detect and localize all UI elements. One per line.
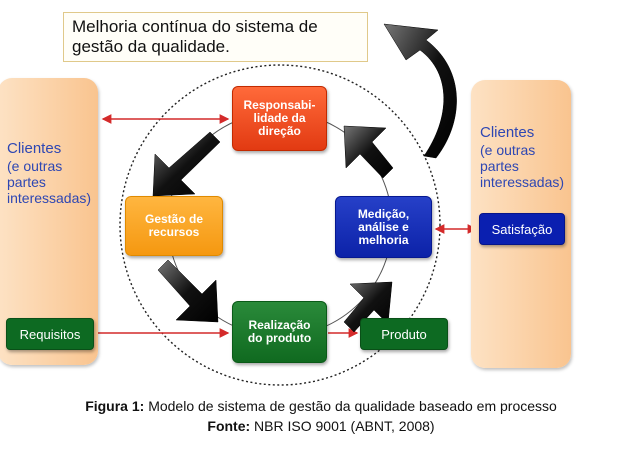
left-panel-title: Clientes [7, 140, 62, 157]
right-panel-sub-3: interessadas) [480, 174, 565, 190]
figure-caption: Figura 1: Modelo de sistema de gestão da… [0, 396, 642, 436]
caption-figure-text: Modelo de sistema de gestão da qualidade… [144, 398, 557, 414]
recursos-line-2: recursos [148, 225, 200, 239]
realizacao-do-produto-box: Realização do produto [232, 301, 327, 363]
note-line-1: Melhoria contínua do sistema de [72, 17, 318, 36]
left-panel-sub-1: (e outras [7, 158, 63, 174]
responsabilidade-da-direcao-box: Responsabi- lidade da direção [232, 86, 327, 151]
right-panel-title: Clientes [480, 124, 535, 141]
requisitos-box: Requisitos [6, 318, 94, 350]
cycle-arrow-recursos-to-realizacao [157, 259, 219, 323]
left-panel-sub-2: partes [7, 174, 46, 190]
caption-line-2: Fonte: NBR ISO 9001 (ABNT, 2008) [0, 416, 642, 436]
responsabilidade-line-2: lidade da [253, 111, 306, 125]
produto-box: Produto [360, 318, 448, 350]
responsabilidade-line-1: Responsabi- [243, 98, 316, 112]
recursos-line-1: Gestão de [144, 212, 204, 226]
realizacao-line-1: Realização [248, 318, 311, 332]
continuous-improvement-note: Melhoria contínua do sistema de gestão d… [63, 12, 368, 62]
continuous-improvement-arrow [383, 23, 457, 159]
cycle-arrow-responsabilidade-to-recursos [152, 131, 221, 197]
right-panel-sub-2: partes [480, 158, 519, 174]
gestao-de-recursos-box: Gestão de recursos [125, 196, 223, 256]
medicao-line-1: Medição, [357, 206, 410, 221]
responsabilidade-line-3: direção [258, 124, 301, 138]
cycle-arrow-realizacao-to-medicao [343, 281, 393, 333]
medicao-analise-melhoria-box: Medição, análise e melhoria [335, 196, 432, 258]
caption-source-text: NBR ISO 9001 (ABNT, 2008) [250, 418, 435, 434]
cycle-arrow-medicao-to-responsabilidade [343, 125, 394, 179]
realizacao-line-2: do produto [247, 331, 312, 345]
caption-figure-label: Figura 1: [85, 398, 145, 414]
clientes-requisitos-panel: Clientes (e outras partes interessadas) [0, 78, 98, 365]
right-panel-sub-1: (e outras [480, 142, 536, 158]
left-panel-sub-3: interessadas) [7, 190, 92, 206]
satisfacao-box: Satisfação [479, 213, 565, 245]
caption-source-label: Fonte: [207, 418, 251, 434]
medicao-line-2: análise e [358, 219, 409, 234]
note-line-2: gestão da qualidade. [72, 37, 230, 56]
medicao-line-3: melhoria [358, 232, 409, 247]
caption-line-1: Figura 1: Modelo de sistema de gestão da… [0, 396, 642, 416]
